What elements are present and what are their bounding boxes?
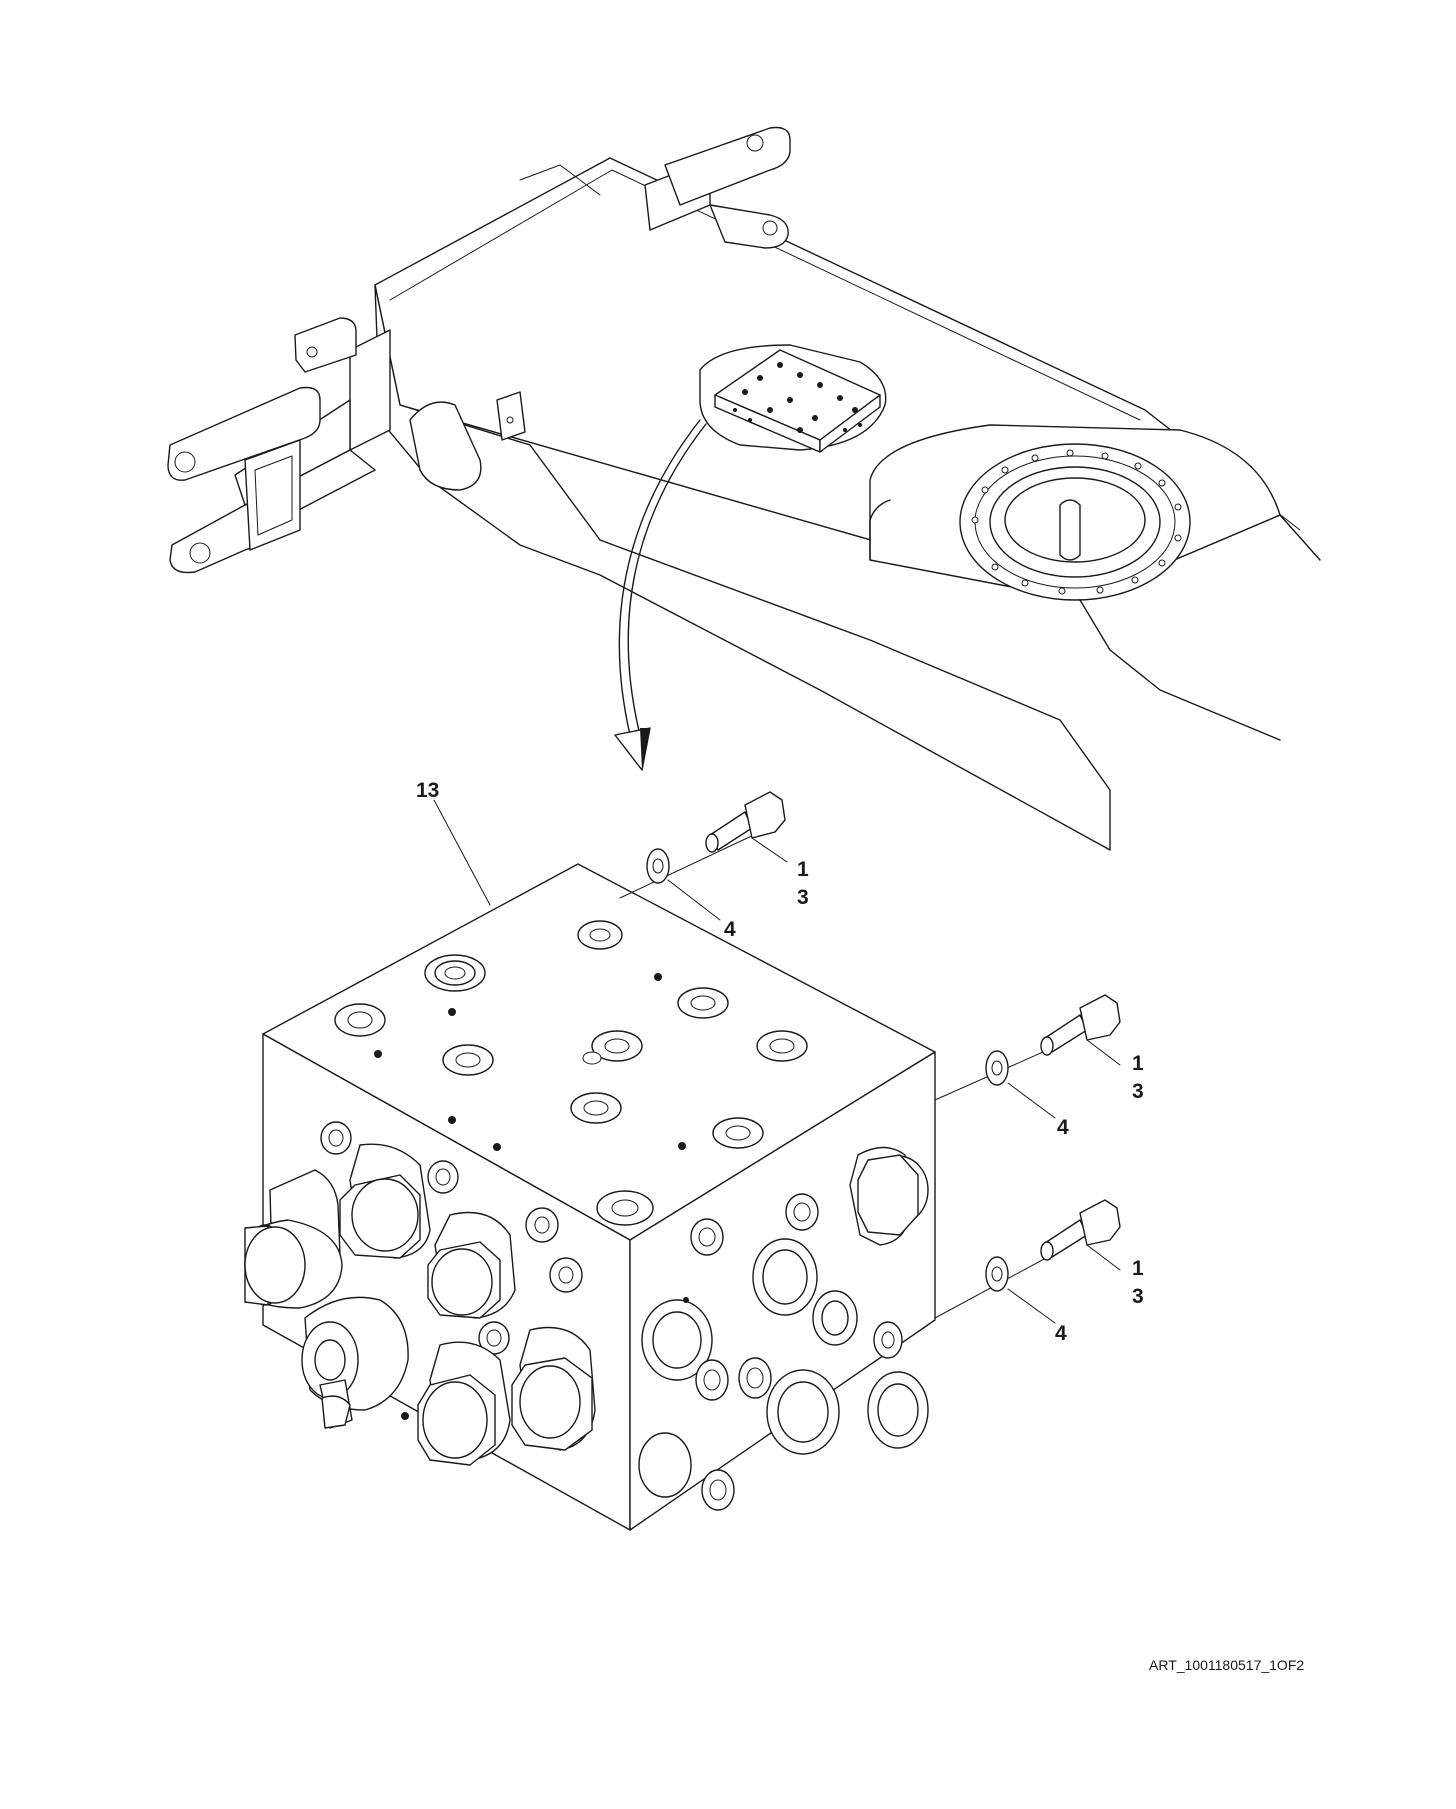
callout-1-middle: 1 [1132, 1052, 1144, 1075]
fastener-set-middle [934, 994, 1121, 1119]
valve-manifold-block [244, 799, 936, 1531]
bolt-ring-holes [971, 449, 1182, 595]
callout-4-middle: 4 [1057, 1116, 1069, 1139]
callout-3-top: 3 [797, 886, 809, 909]
callout-13: 13 [416, 779, 439, 802]
detail-arrow [614, 419, 707, 771]
chassis-frame [167, 126, 1321, 851]
right-face-ports [638, 1146, 929, 1511]
art-reference-id: ART_1001180517_1OF2 [1149, 1657, 1304, 1673]
callout-1-lower: 1 [1132, 1257, 1144, 1280]
fastener-set-top [619, 791, 788, 921]
callout-3-middle: 3 [1132, 1080, 1144, 1103]
callout-4-lower: 4 [1055, 1322, 1067, 1345]
top-face-plugs [334, 920, 808, 1226]
callout-1-top: 1 [797, 858, 809, 881]
mounted-valve-ports [733, 362, 862, 433]
callout-4-top: 4 [724, 918, 736, 941]
left-face-cartridges [244, 1121, 596, 1466]
callout-3-lower: 3 [1132, 1285, 1144, 1308]
fastener-set-lower [934, 1199, 1121, 1324]
